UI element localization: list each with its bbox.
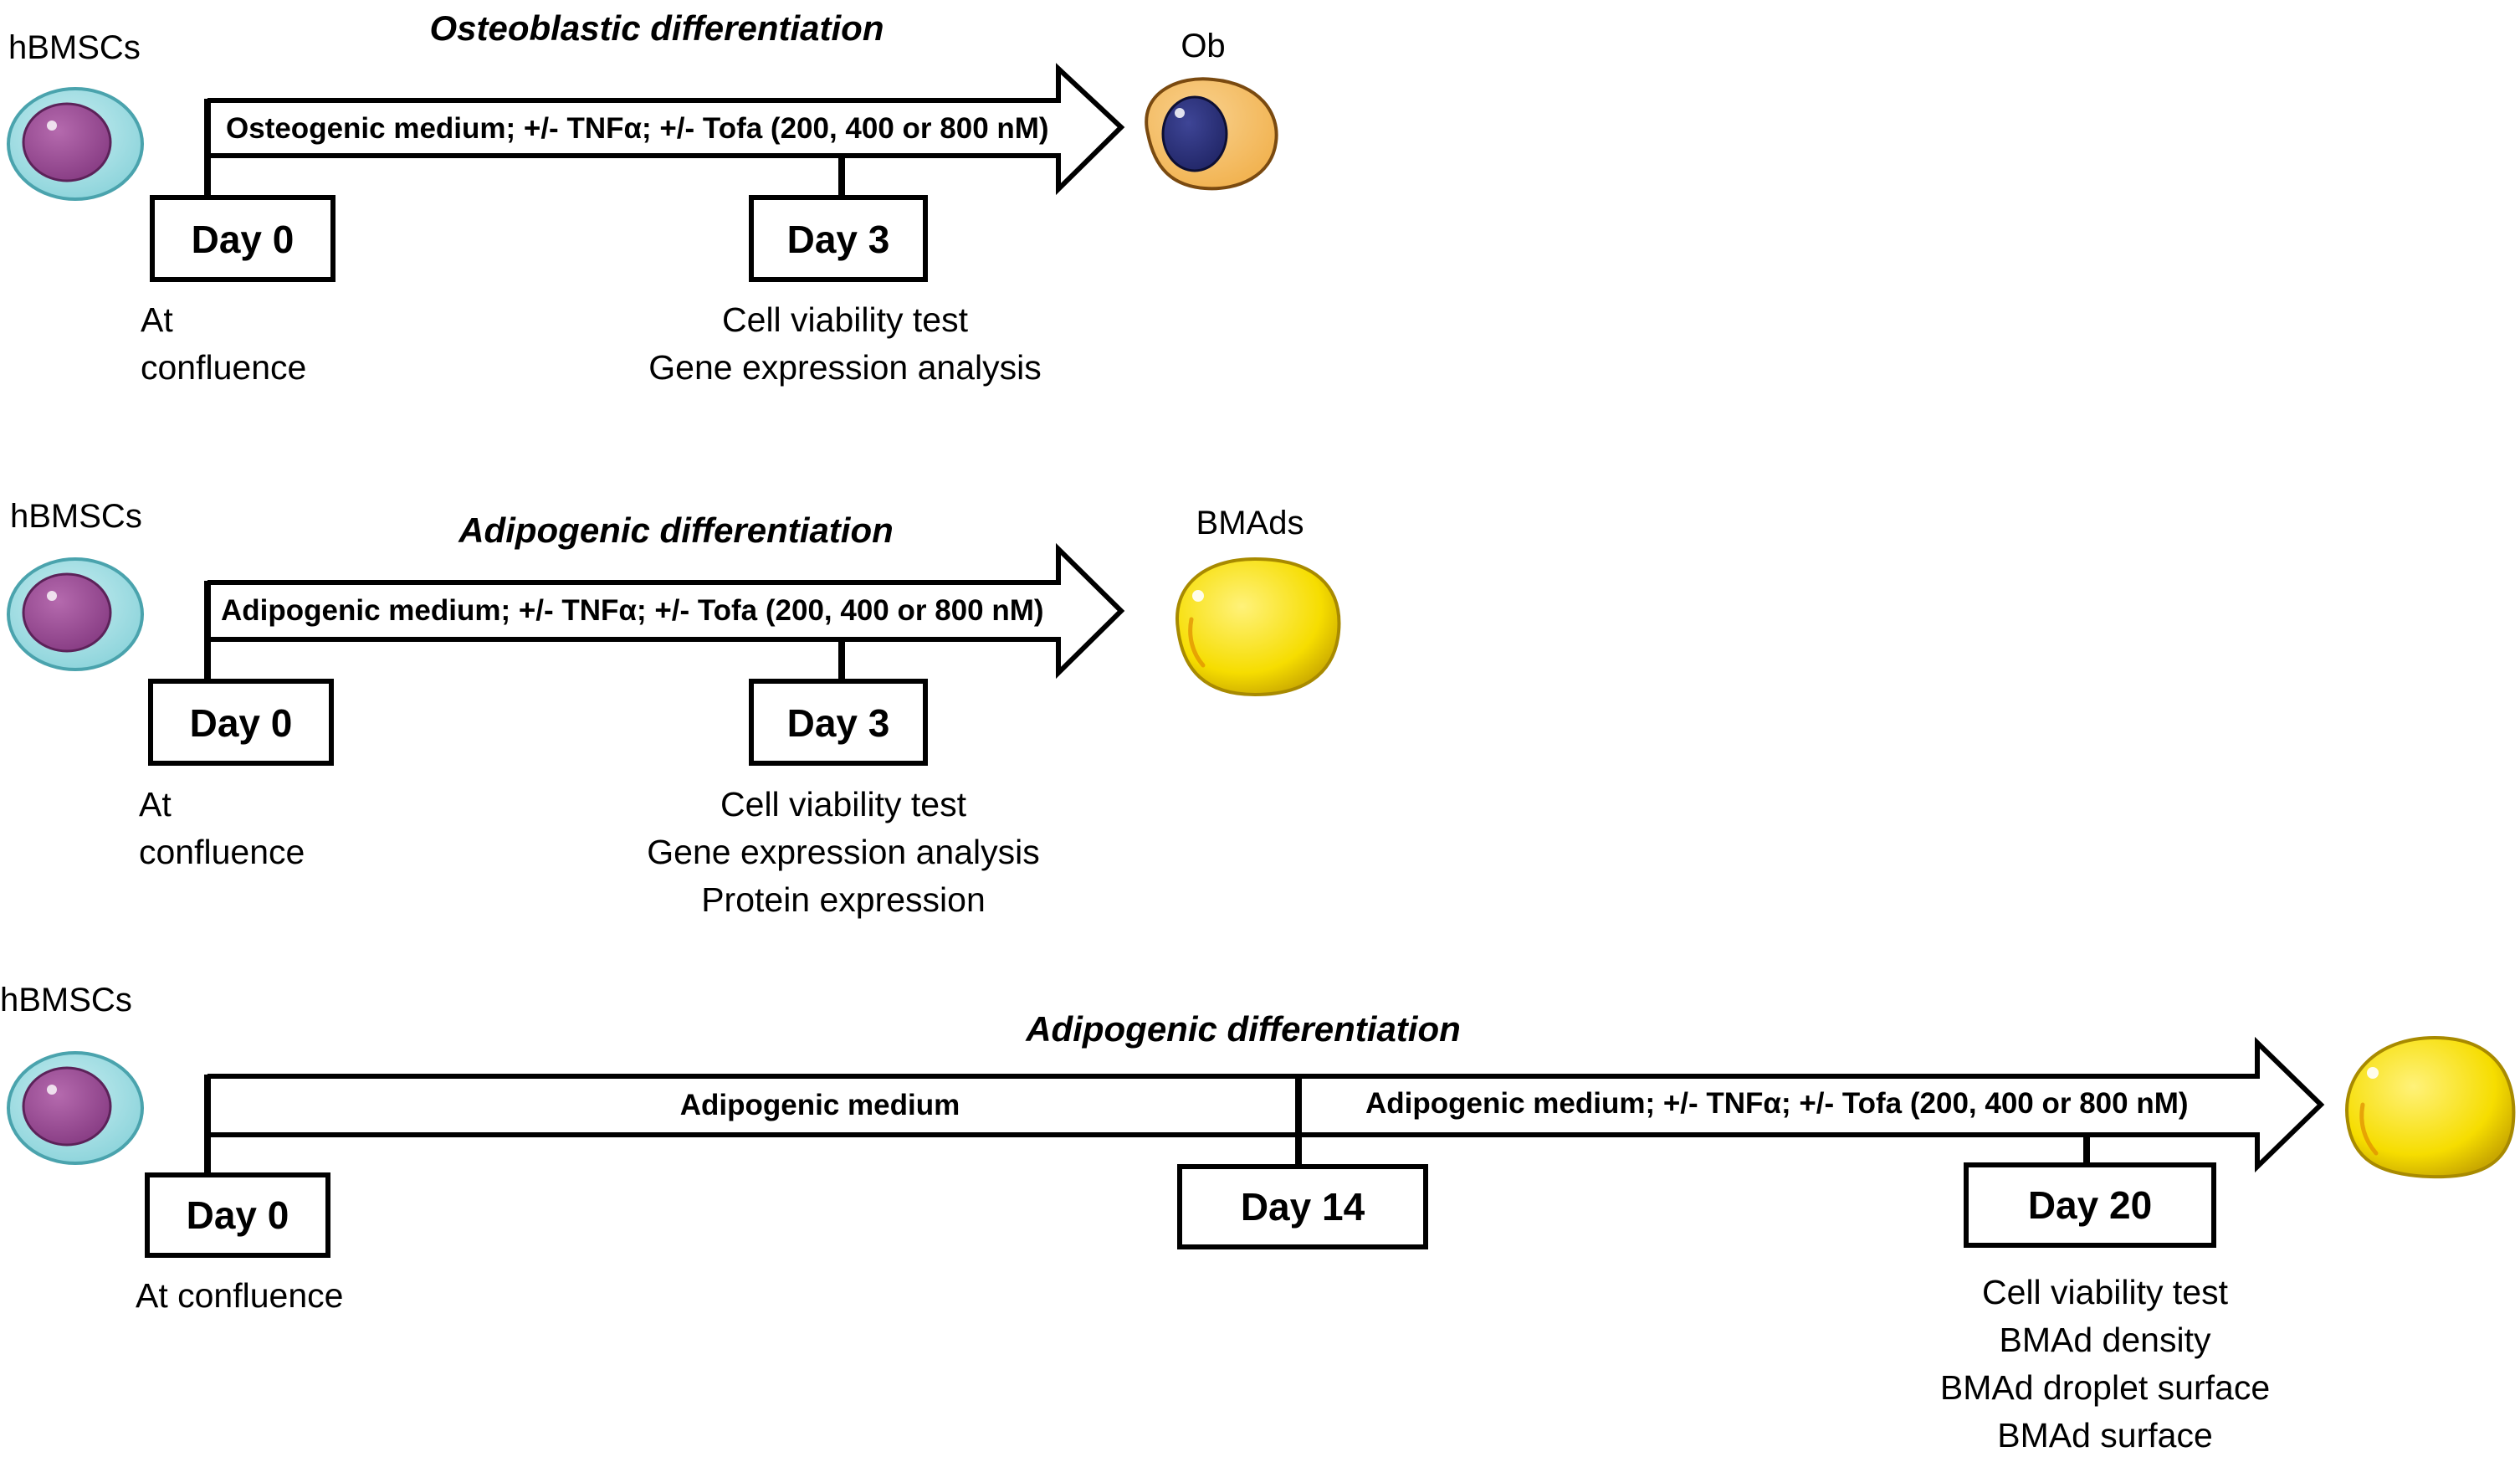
mid-note-2: Gene expression analysis [647,833,1039,871]
arrow-condition-text-left: Adipogenic medium [680,1089,960,1121]
msc-cell-icon [7,557,144,671]
day-0-box: Day 0 [148,679,334,766]
source-label: hBMSCs [0,982,132,1018]
end-note-2: BMAd density [2000,1321,2211,1359]
target-label: Ob [1181,28,1225,64]
panel-title: Adipogenic differentiation [458,510,894,550]
start-note-line-1: At [141,300,173,339]
panel-adipogenic-long: hBMSCs Adipogenic differentiation Adipog… [0,982,2516,1454]
panel-title: Osteoblastic differentiation [430,8,884,48]
svg-text:Day 14: Day 14 [1241,1185,1365,1229]
day-20-box: Day 20 [1964,1162,2216,1248]
day-14-box: Day 14 [1177,1164,1428,1249]
arrow-condition-text: Osteogenic medium; +/- TNFα; +/- Tofa (2… [226,112,1049,145]
day-3-box: Day 3 [749,679,928,766]
mid-note-1: Cell viability test [720,785,967,823]
msc-cell-icon [7,1051,144,1165]
arrow-condition-text: Adipogenic medium; +/- TNFα; +/- Tofa (2… [221,594,1044,627]
target-label: BMAds [1196,505,1304,541]
svg-text:Day 3: Day 3 [787,218,890,261]
mid-note-3: Protein expression [701,880,986,919]
mid-note-2: Gene expression analysis [648,348,1041,387]
day-0-box: Day 0 [145,1172,330,1258]
timeline-arrow [207,542,1125,680]
day-0-box: Day 0 [150,195,335,282]
start-note-line-1: At [139,785,172,823]
timeline-arrow [207,1036,2325,1173]
source-label: hBMSCs [10,498,142,535]
source-label: hBMSCs [8,29,141,66]
svg-text:Day 20: Day 20 [2028,1183,2152,1227]
start-note: At confluence [136,1276,343,1315]
panel-title: Adipogenic differentiation [1025,1009,1461,1049]
svg-text:Day 0: Day 0 [187,1193,289,1237]
timeline-arrow [207,63,1125,196]
msc-cell-icon [7,87,144,201]
start-note-line-2: confluence [139,833,305,871]
start-note-line-2: confluence [141,348,306,387]
svg-text:Day 0: Day 0 [190,701,293,745]
panel-osteoblastic: hBMSCs Osteoblastic differentiation Oste… [7,8,1278,387]
adipocyte-cell-icon [1175,557,1341,697]
mid-note-1: Cell viability test [722,300,969,339]
adipocyte-cell-icon [2345,1035,2516,1179]
svg-text:Day 3: Day 3 [787,701,890,745]
osteoblast-cell-icon [1145,77,1278,191]
panel-adipogenic-short: hBMSCs Adipogenic differentiation Adipog… [7,498,1341,919]
end-note-1: Cell viability test [1982,1273,2229,1311]
arrow-condition-text-right: Adipogenic medium; +/- TNFα; +/- Tofa (2… [1365,1087,2189,1120]
day-3-box: Day 3 [749,195,928,282]
end-note-3: BMAd droplet surface [1940,1368,2270,1407]
svg-text:Day 0: Day 0 [192,218,295,261]
end-note-4: BMAd surface [1997,1416,2213,1454]
